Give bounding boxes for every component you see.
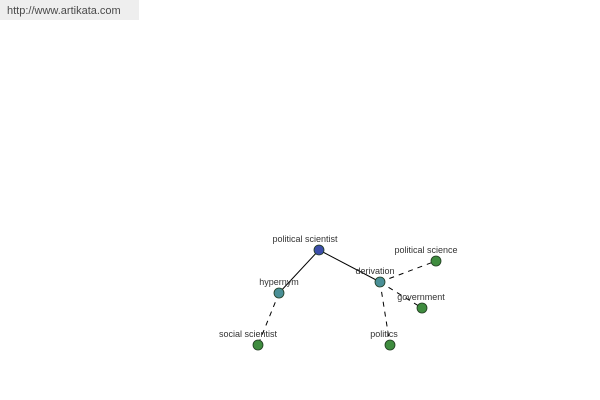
nodes-layer <box>252 244 442 351</box>
node-political-scientist[interactable] <box>313 244 325 256</box>
edge-political-scientist-to-derivation <box>318 249 381 283</box>
node-social-scientist[interactable] <box>252 339 264 351</box>
node-hypernym[interactable] <box>273 287 285 299</box>
node-label-politics: politics <box>370 329 398 339</box>
node-label-hypernym: hypernym <box>259 277 299 287</box>
node-label-political-scientist: political scientist <box>272 234 338 244</box>
node-politics[interactable] <box>384 339 396 351</box>
site-url-label[interactable]: http://www.artikata.com <box>0 0 139 20</box>
edges-layer <box>257 249 437 346</box>
node-derivation[interactable] <box>374 276 386 288</box>
node-label-social-scientist: social scientist <box>219 329 278 339</box>
node-label-political-science: political science <box>394 245 457 255</box>
node-label-derivation: derivation <box>355 266 394 276</box>
edge-derivation-to-government <box>379 281 423 309</box>
labels-layer: political scientist hypernym derivation soc… <box>219 234 458 339</box>
edge-political-scientist-to-hypernym <box>278 249 320 294</box>
node-government[interactable] <box>416 302 428 314</box>
node-political-science[interactable] <box>430 255 442 267</box>
node-label-government: government <box>397 292 445 302</box>
edge-derivation-to-politics <box>379 281 391 346</box>
